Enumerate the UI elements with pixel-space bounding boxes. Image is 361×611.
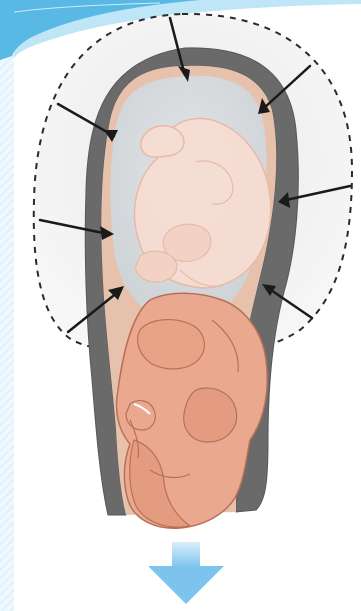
- expulsion-arrow: [148, 542, 224, 604]
